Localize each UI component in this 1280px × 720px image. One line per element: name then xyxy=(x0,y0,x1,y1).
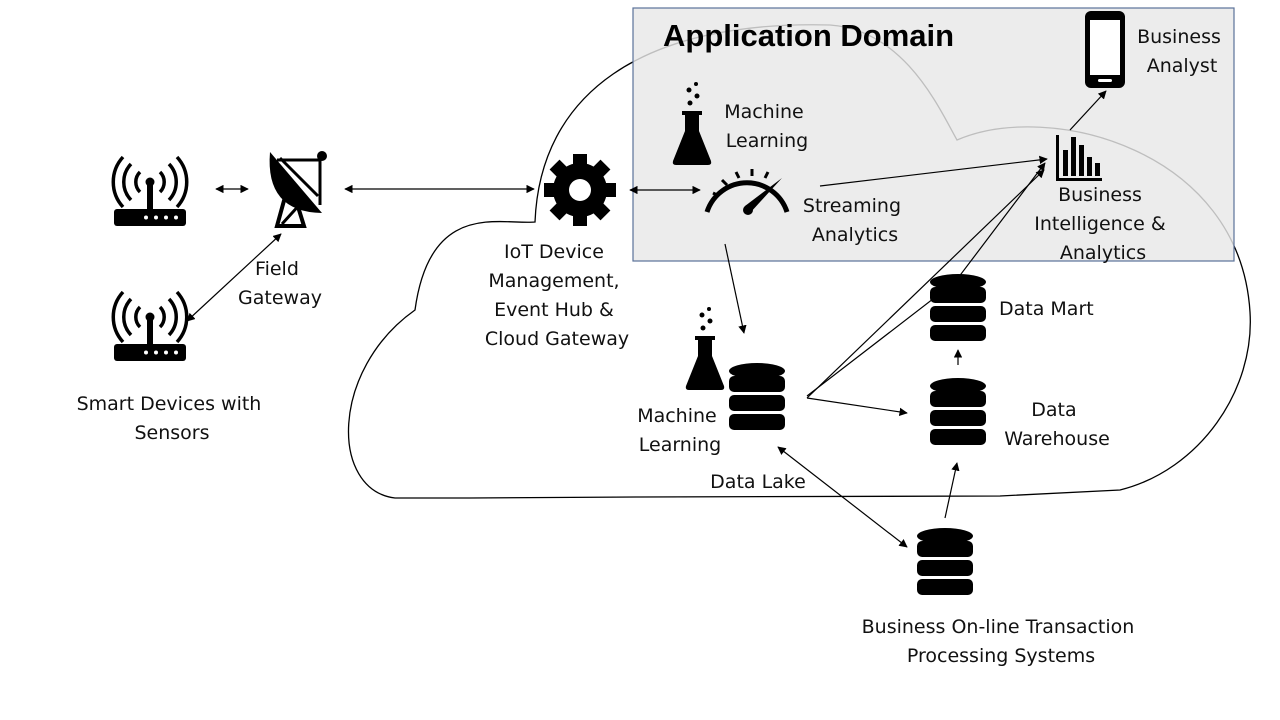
gear-icon xyxy=(544,154,616,226)
smartphone-icon xyxy=(1085,11,1125,88)
application-domain-box xyxy=(632,7,1235,262)
wifi-router-icon xyxy=(111,155,189,228)
application-domain-title: Application Domain xyxy=(663,18,954,53)
arrow-streaming-lake xyxy=(724,243,747,334)
database-icon-oltp xyxy=(917,528,973,595)
label-oltp-systems: Business On-line Transaction Processing … xyxy=(862,616,1141,667)
arrow-bi-analyst xyxy=(1069,90,1107,131)
label-business-intelligence: Business Intelligence & Analytics xyxy=(1034,184,1171,264)
label-iot-device-management: IoT Device Management, Event Hub & Cloud… xyxy=(485,241,629,350)
arrow-gateway-device2 xyxy=(186,233,282,322)
wifi-router-icon-2 xyxy=(111,290,189,363)
label-smart-devices: Smart Devices with Sensors xyxy=(77,393,268,444)
satellite-dish-icon xyxy=(269,151,327,228)
database-icon-data-lake xyxy=(729,363,785,430)
label-data-lake: Data Lake xyxy=(710,471,806,493)
label-data-mart: Data Mart xyxy=(999,298,1094,320)
label-field-gateway: Field Gateway xyxy=(238,258,322,309)
arrow-lake-oltp xyxy=(777,446,908,548)
arrow-oltp-warehouse xyxy=(944,462,960,519)
arrow-streaming-bi xyxy=(819,155,1048,187)
label-business-analyst: Business Analyst xyxy=(1137,26,1227,77)
label-machine-learning-top: Machine Learning xyxy=(724,101,810,152)
label-streaming-analytics: Streaming Analytics xyxy=(803,195,907,246)
speedometer-icon xyxy=(704,169,790,215)
database-icon-data-mart xyxy=(930,274,986,341)
flask-icon-lake xyxy=(685,307,725,390)
label-machine-learning-lake: Machine Learning xyxy=(637,405,723,456)
label-data-warehouse: Data Warehouse xyxy=(1004,399,1110,450)
arrow-lake-bi-2 xyxy=(806,169,1045,399)
bar-chart-icon xyxy=(1056,135,1102,181)
arrow-lake-warehouse xyxy=(806,397,908,417)
database-icon-data-warehouse xyxy=(930,378,986,445)
